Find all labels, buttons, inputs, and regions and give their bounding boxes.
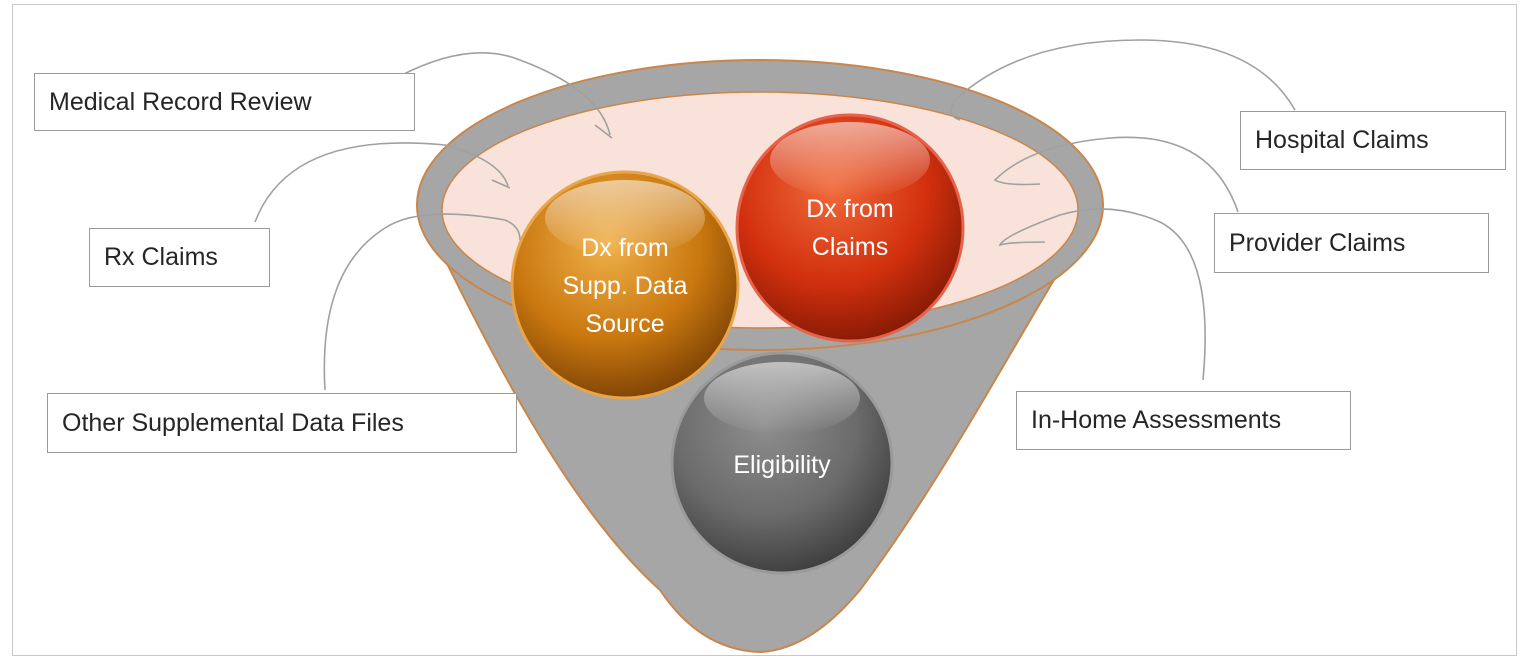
connector-hospital-claims (950, 39, 1296, 121)
source-box-in-home-assessments: In-Home Assessments (1016, 391, 1351, 450)
source-box-medical-record-review: Medical Record Review (34, 73, 415, 131)
source-label-provider-claims: Provider Claims (1229, 228, 1406, 257)
connector-rx-claims (254, 142, 509, 223)
source-label-in-home-assessments: In-Home Assessments (1031, 406, 1282, 434)
source-box-hospital-claims: Hospital Claims (1240, 111, 1506, 170)
connector-other-supplemental (323, 213, 521, 391)
connector-medical-record-review (399, 52, 611, 136)
source-label-hospital-claims: Hospital Claims (1255, 126, 1429, 154)
circle-dx-claims (735, 113, 965, 343)
circle-label-dx-supp: Dx from Supp. Data Source (562, 234, 688, 338)
circle-label-dx-claims: Dx from Claims (806, 195, 894, 261)
connectors-left (254, 52, 613, 391)
source-label-rx-claims: Rx Claims (104, 243, 218, 271)
source-box-provider-claims: Provider Claims (1214, 213, 1489, 273)
connectors-right (950, 39, 1296, 381)
connector-medical-record-review-head (594, 124, 613, 139)
source-box-other-supplemental: Other Supplemental Data Files (47, 393, 517, 453)
circle-eligibility (670, 351, 894, 575)
connector-in-home-assessments (998, 208, 1206, 381)
source-label-medical-record-review: Medical Record Review (49, 87, 312, 116)
source-box-rx-claims: Rx Claims (89, 228, 270, 287)
connector-rx-claims-head (491, 179, 511, 189)
circle-label-eligibility: Eligibility (733, 451, 831, 479)
source-label-other-supplemental: Other Supplemental Data Files (62, 408, 404, 437)
circle-dx-supp (510, 170, 740, 400)
connector-provider-claims (993, 136, 1239, 213)
